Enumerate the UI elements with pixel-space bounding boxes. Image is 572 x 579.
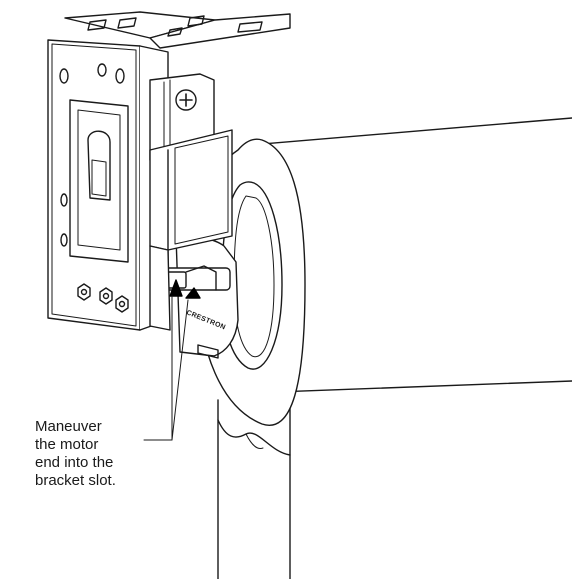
callout-leader xyxy=(143,295,189,441)
callout-line-3: end into the xyxy=(35,454,114,471)
wall-bracket xyxy=(47,11,291,331)
roller-tube xyxy=(217,117,572,579)
callout-line-4: bracket slot. xyxy=(35,472,116,489)
callout-line-2: the motor xyxy=(35,436,99,453)
callout-line-1: Maneuver xyxy=(35,418,102,435)
instruction-callout: Maneuver the motor end into the bracket … xyxy=(35,418,175,490)
